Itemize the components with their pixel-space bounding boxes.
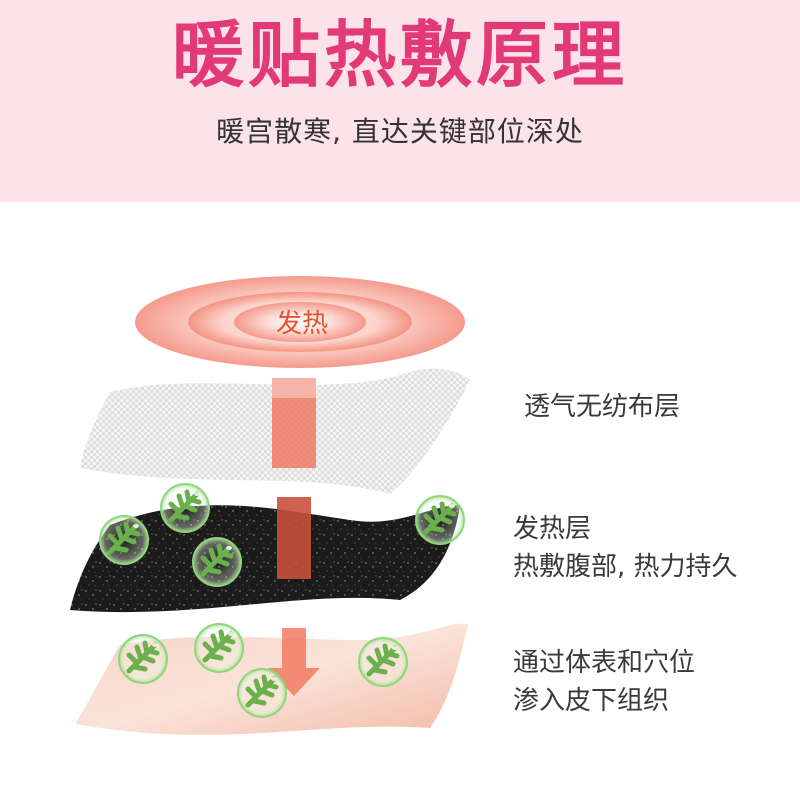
heat-source-label: 发热 bbox=[275, 309, 328, 339]
heat-column-top bbox=[272, 378, 316, 468]
heating-layer-label: 发热层 热敷腹部, 热力持久 bbox=[513, 510, 738, 586]
diagram-graphic bbox=[70, 276, 470, 735]
label-line: 热敷腹部, 热力持久 bbox=[513, 552, 738, 582]
label-line: 渗入皮下组织 bbox=[513, 686, 670, 716]
heating-layer bbox=[70, 505, 460, 613]
nonwoven-layer-label: 透气无纺布层 bbox=[524, 388, 680, 426]
heat-ring-inner bbox=[234, 302, 366, 342]
page-title: 暖贴热敷原理 bbox=[171, 13, 628, 97]
header-banner: 暖贴热敷原理 暖宫散寒, 直达关键部位深处 bbox=[0, 0, 800, 202]
layer-diagram: 发热 透气无纺布层 发热层 热敷腹部, 热力持久 通过体表和穴位 渗入皮下组织 bbox=[0, 202, 800, 800]
heat-column-middle bbox=[277, 497, 311, 579]
label-line: 发热层 bbox=[513, 514, 592, 544]
skin-layer-label: 通过体表和穴位 渗入皮下组织 bbox=[513, 644, 695, 720]
page-subtitle: 暖宫散寒, 直达关键部位深处 bbox=[216, 115, 584, 148]
label-line: 透气无纺布层 bbox=[524, 392, 681, 422]
label-line: 通过体表和穴位 bbox=[513, 648, 696, 678]
